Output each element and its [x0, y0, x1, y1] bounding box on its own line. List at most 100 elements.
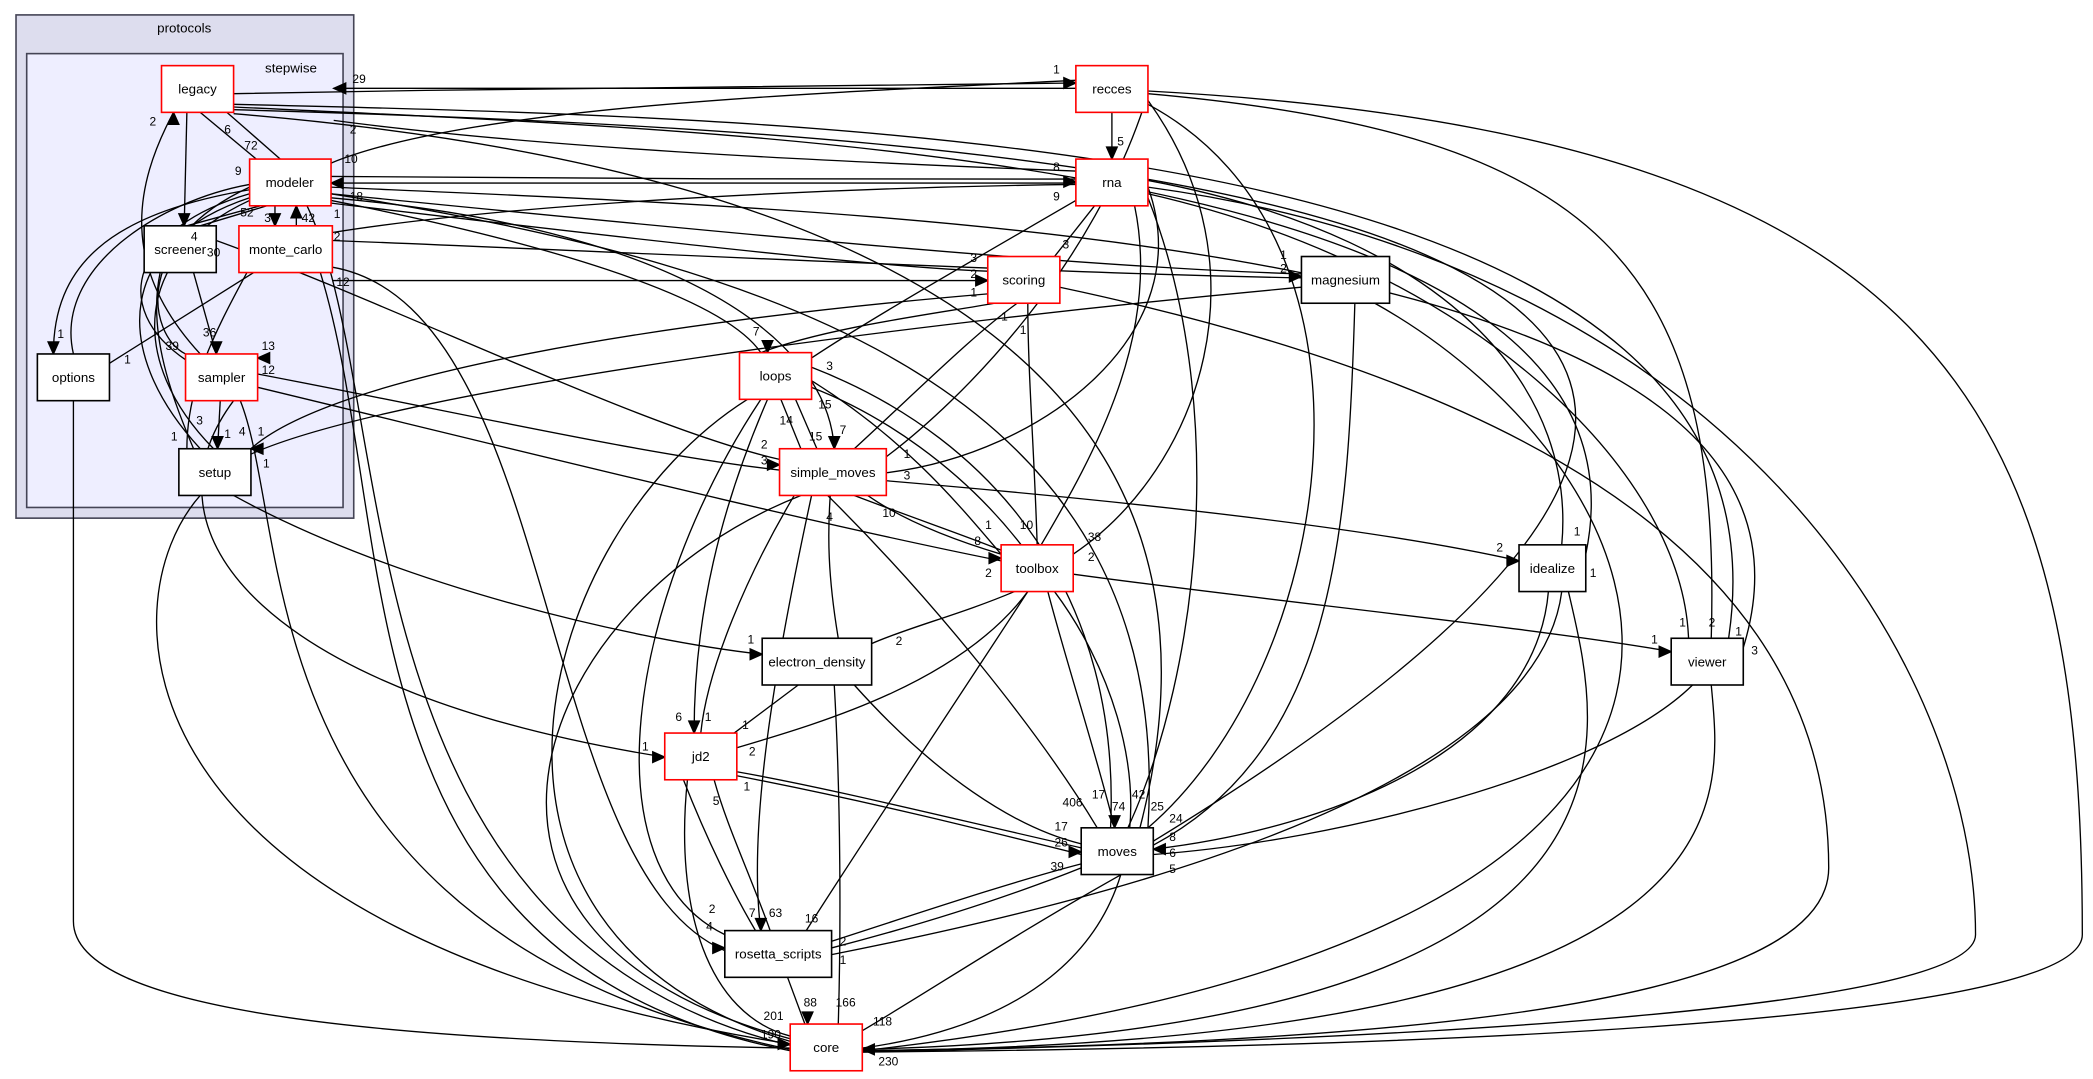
edge-label[interactable]: 3: [196, 414, 203, 428]
edge-label[interactable]: 2: [761, 438, 768, 452]
edge-label[interactable]: 3: [826, 359, 833, 373]
node-options[interactable]: options: [36, 353, 111, 402]
edge-label[interactable]: 17: [1055, 819, 1069, 833]
edge-label[interactable]: 4: [706, 920, 713, 934]
edge-label[interactable]: 17: [1092, 787, 1106, 801]
edge-label[interactable]: 6: [224, 123, 231, 137]
edge-label[interactable]: 8: [1053, 160, 1060, 174]
edge-label[interactable]: 3: [904, 468, 911, 482]
edge-label[interactable]: 2: [985, 566, 992, 580]
edge-label[interactable]: 26: [1055, 836, 1069, 850]
edge-label[interactable]: 1: [1735, 625, 1742, 639]
cluster-stepwise[interactable]: stepwise: [25, 52, 344, 509]
edge-label[interactable]: 7: [749, 906, 756, 920]
edge-label[interactable]: 36: [203, 326, 217, 340]
edge-label[interactable]: 3: [264, 211, 271, 225]
edge-label[interactable]: 52: [240, 205, 254, 219]
edge-label[interactable]: 88: [804, 996, 818, 1010]
edge-label[interactable]: 38: [1088, 530, 1102, 544]
edge-label[interactable]: 39: [1051, 860, 1065, 874]
edge-label[interactable]: 12: [262, 363, 276, 377]
node-loops[interactable]: loops: [738, 351, 813, 401]
edge-label[interactable]: 190: [761, 1028, 781, 1042]
edge-label[interactable]: 24: [1169, 811, 1183, 825]
edge-label[interactable]: 2: [896, 634, 903, 648]
edge-label[interactable]: 1: [985, 518, 992, 532]
edge-label[interactable]: 201: [764, 1009, 784, 1023]
edge-label[interactable]: 16: [805, 912, 819, 926]
edge-label[interactable]: 3: [1751, 643, 1758, 657]
edge-label[interactable]: 15: [818, 398, 832, 412]
edge-label[interactable]: 2: [1088, 550, 1095, 564]
node-modeler[interactable]: modeler: [248, 158, 332, 207]
edge-label[interactable]: 2: [1709, 615, 1716, 629]
edge-label[interactable]: 8: [974, 534, 981, 548]
edge-label[interactable]: 1: [171, 430, 178, 444]
node-moves[interactable]: moves: [1080, 827, 1155, 876]
edge-label[interactable]: 4: [239, 424, 246, 438]
edge-label[interactable]: 42: [1132, 787, 1146, 801]
edge-label[interactable]: 2: [970, 267, 977, 281]
edge-label[interactable]: 13: [262, 339, 276, 353]
edge-label[interactable]: 25: [1151, 799, 1165, 813]
edge-label[interactable]: 1: [1679, 615, 1686, 629]
edge-label[interactable]: 7: [753, 324, 760, 338]
edge-label[interactable]: 2: [1280, 262, 1287, 276]
edge-label[interactable]: 1: [258, 424, 265, 438]
edge-label[interactable]: 2: [1496, 541, 1503, 555]
edge-label[interactable]: 1: [970, 286, 977, 300]
edge-label[interactable]: 1: [705, 710, 712, 724]
edge-label[interactable]: 4: [191, 230, 198, 244]
node-legacy[interactable]: legacy: [160, 64, 235, 114]
edge-label[interactable]: 6: [675, 710, 682, 724]
node-viewer[interactable]: viewer: [1670, 637, 1745, 686]
node-idealize[interactable]: idealize: [1518, 544, 1587, 593]
edge-label[interactable]: 1: [334, 207, 341, 221]
edge-label[interactable]: 1: [1053, 63, 1060, 77]
edge-label[interactable]: 18: [350, 189, 364, 203]
edge-label[interactable]: 6: [1169, 846, 1176, 860]
edge-label[interactable]: 29: [352, 72, 366, 86]
node-core[interactable]: core: [789, 1023, 864, 1072]
node-simple-moves[interactable]: simple_moves: [778, 447, 888, 497]
edge-label[interactable]: 42: [302, 211, 316, 225]
edge-label[interactable]: 118: [873, 1014, 892, 1028]
node-rna[interactable]: rna: [1075, 158, 1149, 207]
edge-label[interactable]: 2: [150, 115, 157, 129]
edge-label[interactable]: 1: [743, 779, 750, 793]
edge-label[interactable]: 1: [1651, 633, 1658, 647]
edge-label[interactable]: 1: [263, 456, 270, 470]
node-sampler[interactable]: sampler: [184, 353, 259, 402]
edge-label[interactable]: 406: [1063, 795, 1083, 809]
edge-label[interactable]: 2: [840, 934, 847, 948]
edge-label[interactable]: 10: [1020, 518, 1034, 532]
edge-label[interactable]: 10: [344, 152, 358, 166]
node-setup[interactable]: setup: [178, 447, 252, 497]
edge-label[interactable]: 9: [1053, 189, 1060, 203]
edge-label[interactable]: 2: [334, 230, 341, 244]
edge-label[interactable]: 1: [742, 718, 749, 732]
edge-label[interactable]: 1: [1590, 566, 1597, 580]
node-monte-carlo[interactable]: monte_carlo: [238, 225, 334, 274]
edge-label[interactable]: 166: [836, 996, 856, 1010]
edge-label[interactable]: 1: [840, 953, 847, 967]
edge-label[interactable]: 1: [748, 633, 755, 647]
edge-label[interactable]: 72: [244, 139, 258, 153]
edge-label[interactable]: 1: [57, 327, 64, 341]
edge-label[interactable]: 39: [166, 339, 180, 353]
edge-label[interactable]: 74: [1112, 799, 1126, 813]
edge-label[interactable]: 63: [769, 906, 783, 920]
node-rosetta-scripts[interactable]: rosetta_scripts: [724, 929, 833, 979]
edge-label[interactable]: 8: [1169, 830, 1176, 844]
edge-label[interactable]: 1: [1280, 248, 1287, 262]
edge-label[interactable]: 2: [749, 745, 756, 759]
edge-label[interactable]: 10: [882, 506, 896, 520]
edge-label[interactable]: 3: [970, 251, 977, 265]
edge-label[interactable]: 2: [350, 123, 357, 137]
edge-label[interactable]: 1: [642, 739, 649, 753]
edge-label[interactable]: 2: [709, 902, 716, 916]
edge-label[interactable]: 230: [878, 1054, 898, 1068]
edge-label[interactable]: 5: [1169, 862, 1176, 876]
edge-label[interactable]: 1: [224, 427, 231, 441]
edge-label[interactable]: 1: [124, 352, 131, 366]
